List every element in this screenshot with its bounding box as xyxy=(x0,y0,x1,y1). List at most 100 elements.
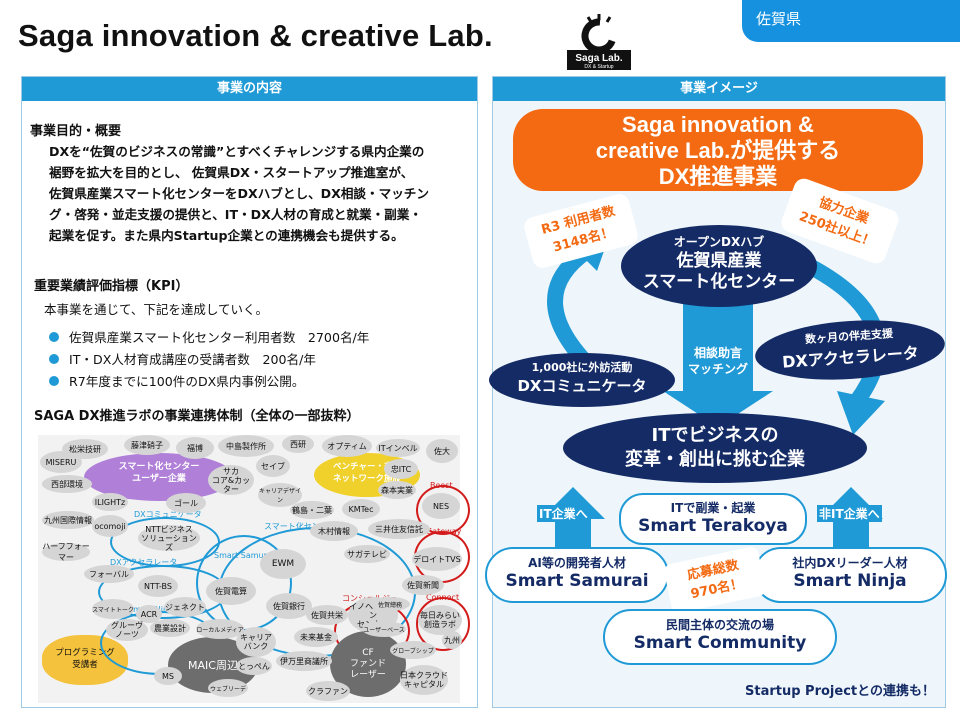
partner-bubble: NES xyxy=(422,493,460,519)
ninja-box: 社内DXリーダー人材 Smart Ninja xyxy=(753,547,947,603)
dx-comm-label: DXコミュニケータ xyxy=(134,510,202,519)
partner-bubble: 忠ITC xyxy=(384,459,418,479)
consult-label: 相談助言 マッチング xyxy=(673,345,763,377)
partner-bubble: オプティム xyxy=(322,435,372,457)
partner-bubble: 九州国際情報 xyxy=(42,511,94,529)
purpose-line: 佐賀県産業スマート化センターをDXハブとし、DX相談・マッチン xyxy=(49,186,429,201)
partner-bubble: 佐賀電算 xyxy=(206,577,256,605)
consult-line: 相談助言 xyxy=(693,346,742,360)
it-business-line: 変革・創出に挑む企業 xyxy=(625,449,805,470)
consult-line: マッチング xyxy=(687,362,748,376)
business-content-panel: 事業の内容 事業目的・概要 DXを“佐賀のビジネスの常識”とすべくチャレンジする… xyxy=(21,76,478,708)
partner-bubble: MS xyxy=(154,667,182,685)
kpi-item-text: IT・DX人材育成講座の受講者数 200名/年 xyxy=(69,352,316,367)
hub-main: スマート化センター xyxy=(642,272,796,292)
partner-bubble: 福博 xyxy=(176,437,214,459)
communicator-sub: 1,000社に外訪活動 xyxy=(531,361,633,374)
partner-bubble: 毎日みらい 創造ラボ xyxy=(418,605,462,635)
communicator-main: DXコミュニケータ xyxy=(517,377,647,395)
partner-bubble: サガテレビ xyxy=(344,545,390,563)
terakoya-main: Smart Terakoya xyxy=(638,516,788,536)
partner-bubble: グローブシップ xyxy=(390,641,436,659)
hub-oval: オープンDXハブ 佐賀県産業 スマート化センター xyxy=(621,225,817,307)
partner-bubble: NTTビジネス ソリューションズ xyxy=(138,525,200,552)
partner-bubble: 中島製作所 xyxy=(218,435,274,457)
partner-bubble: フォーバル xyxy=(84,565,134,583)
connect-ring xyxy=(416,597,470,651)
partner-bubble: 木村情報 xyxy=(310,521,358,541)
it-business-oval: ITでビジネスの 変革・創出に挑む企業 xyxy=(563,413,867,483)
partner-bubble: サカ コア&カッター xyxy=(208,465,254,495)
kpi-intro: 本事業を通じて、下記を達成していく。 xyxy=(44,302,269,317)
banner-line: creative Lab.が提供する xyxy=(595,138,841,163)
partner-bubble: ACR xyxy=(136,605,162,623)
partner-bubble: EWM xyxy=(260,549,306,579)
gateway-label: Gateway xyxy=(426,527,462,536)
partner-bubble: MISERU xyxy=(40,451,82,473)
hub-main: 佐賀県産業 xyxy=(676,251,762,271)
partner-bubble: 三井住友信託 xyxy=(368,519,430,539)
prefecture-tab: 佐賀県 xyxy=(742,0,960,42)
kpi-item-text: 佐賀県産業スマート化センター利用者数 2700名/年 xyxy=(69,330,370,345)
ninja-sub: 社内DXリーダー人材 xyxy=(792,556,908,570)
partner-bubble: 藤津硝子 xyxy=(124,435,170,455)
partner-bubble: ILIGHTz xyxy=(92,493,128,511)
business-content-header: 事業の内容 xyxy=(22,77,477,101)
terakoya-sub: ITで副業・起業 xyxy=(670,501,756,515)
dx-banner: Saga innovation & creative Lab.が提供する DX推… xyxy=(513,109,923,191)
community-box: 民間主体の交流の場 Smart Community xyxy=(603,609,837,665)
partner-bubble: KMTec xyxy=(342,499,380,519)
purpose-line: DXを“佐賀のビジネスの常識”とすべくチャレンジする県内企業の xyxy=(49,144,425,159)
communicator-oval: 1,000社に外訪活動 DXコミュニケータ xyxy=(489,353,675,407)
partner-bubble: ジェネクト xyxy=(164,597,206,617)
partner-bubble: セイブ xyxy=(256,455,290,477)
partner-bubble: 九州 xyxy=(442,631,462,649)
page-title: Saga innovation & creative Lab. xyxy=(18,18,493,53)
partner-bubble: 日本クラウド キャピタル xyxy=(400,665,448,695)
partner-bubble: 佐賀總務 xyxy=(370,597,410,611)
startup-footer: Startup Projectとの連携も！ xyxy=(745,684,935,699)
partner-bubble: ローカルメディア xyxy=(196,619,244,639)
banner-line: DX推進事業 xyxy=(658,164,778,189)
partner-bubble: とっぺん xyxy=(236,657,272,675)
community-main: Smart Community xyxy=(633,633,807,653)
partner-bubble: 西部環境 xyxy=(42,475,92,493)
network-title: SAGA DX推進ラボの事業連携体制（全体の一部抜粋） xyxy=(34,409,360,424)
boost-label: Boost xyxy=(430,481,453,490)
connect-label: Connect xyxy=(426,593,460,602)
bullet-icon xyxy=(49,375,59,386)
partner-bubble: 農業設計 xyxy=(150,619,190,637)
saga-lab-logo: Saga Lab. DX & Startup xyxy=(567,14,631,70)
purpose-line: グ・啓発・並走支援の提供と、IT・DX人材の育成と就業・副業・ xyxy=(49,207,422,222)
purpose-line: 裾野を拡大を目的とし、 佐賀県DX・スタートアップ推進室が、 xyxy=(49,165,414,180)
logo-text: Saga Lab. xyxy=(575,53,622,64)
purpose-paragraph: DXを“佐賀のビジネスの常識”とすべくチャレンジする県内企業の 裾野を拡大を目的… xyxy=(49,141,472,246)
bullet-icon xyxy=(49,353,59,364)
partner-bubble: デロイトTVS xyxy=(412,547,462,571)
consult-arrow xyxy=(663,287,773,427)
partner-bubble: 佐賀銀行 xyxy=(266,593,312,619)
partner-bubble: 鶴島・二葉 xyxy=(290,501,334,519)
dx-acc-label: DXアクセラレータ xyxy=(110,558,178,567)
logo-sub: DX & Startup xyxy=(584,64,613,70)
partner-bubble: 西研 xyxy=(282,435,314,453)
samurai-main: Smart Samurai xyxy=(505,571,649,591)
partner-bubble: ocomoji xyxy=(92,515,128,537)
kpi-item: IT・DX人材育成講座の受講者数 200名/年 xyxy=(49,349,316,368)
purpose-line: 起業を促す。また県内Startup企業との連携機会も提供する。 xyxy=(49,228,404,243)
partner-network-diagram: スマート化センター ユーザー企業 ベンチャー・交流 ネットワーク施設 プログラミ… xyxy=(38,435,470,703)
partner-bubble: ウェブリーデ xyxy=(208,679,248,697)
partner-bubble: 森本実業 xyxy=(378,481,416,499)
non-it-side-label: 非IT企業へ xyxy=(817,505,882,522)
samurai-box: AI等の開発者人材 Smart Samurai xyxy=(485,547,669,603)
partner-bubble: 佐大 xyxy=(426,439,458,463)
it-side-label: IT企業へ xyxy=(537,505,590,522)
partner-bubble: ユーザーベース xyxy=(362,621,406,637)
kpi-item: R7年度までに100件のDX県内事例公開。 xyxy=(49,371,304,390)
ninja-main: Smart Ninja xyxy=(793,571,907,591)
partner-bubble: スマイトトーク xyxy=(92,599,134,619)
partner-bubble: クラファン xyxy=(306,681,350,701)
terakoya-box: ITで副業・起業 Smart Terakoya xyxy=(619,493,807,545)
hub-sub: オープンDXハブ xyxy=(673,235,765,249)
samurai-sub: AI等の開発者人材 xyxy=(528,556,626,570)
